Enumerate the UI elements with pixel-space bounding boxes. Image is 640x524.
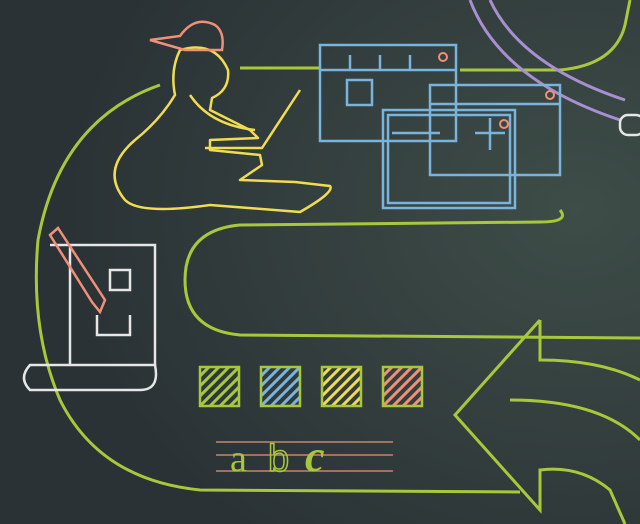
windows-group <box>318 43 562 210</box>
swatch <box>198 365 241 408</box>
swatch <box>320 365 363 408</box>
workflow-path <box>34 0 640 524</box>
swatch <box>259 365 302 408</box>
color-swatches <box>198 365 424 408</box>
magnifier-ring <box>468 0 626 122</box>
letter-c: c <box>305 432 325 481</box>
magnifier-handle <box>618 113 640 137</box>
person-with-laptop <box>113 46 332 214</box>
swatch <box>381 365 424 408</box>
window-close-dots <box>438 52 555 129</box>
letter-a: a <box>230 438 247 480</box>
window-front <box>381 108 517 210</box>
typography-sample: a b c <box>216 432 393 481</box>
pencil-icon <box>48 226 107 315</box>
window-middle <box>428 83 562 177</box>
letter-b: b <box>268 438 289 480</box>
cap <box>149 20 224 52</box>
